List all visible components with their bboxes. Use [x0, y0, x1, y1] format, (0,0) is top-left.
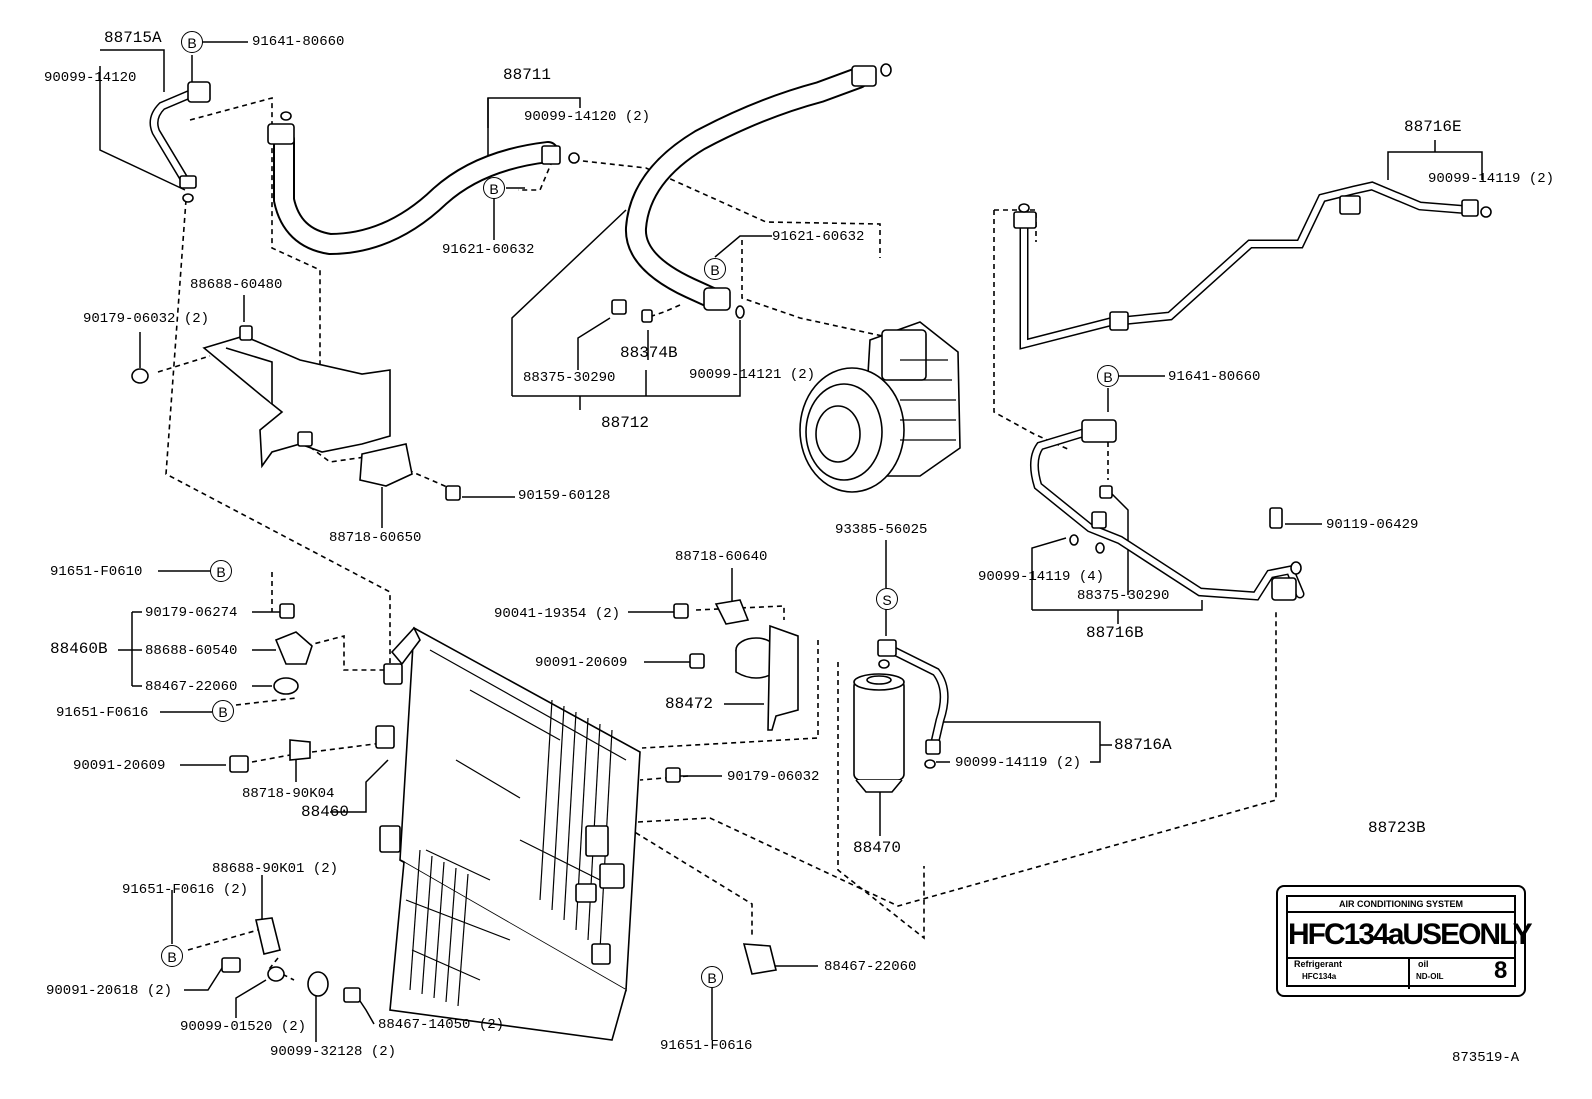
label-88688-60480: 88688-60480: [190, 277, 283, 293]
pipe-88716b: [1034, 420, 1301, 600]
marker-b-7: B: [161, 945, 183, 967]
label-88470: 88470: [853, 839, 902, 857]
label-88718-60650: 88718-60650: [329, 530, 422, 546]
pipe-88715a: [154, 82, 210, 202]
receiver-88470: [854, 640, 944, 792]
label-88374b: 88374B: [620, 344, 678, 362]
sticker-oil-title: oil: [1418, 959, 1429, 969]
label-90099-14119-2a: 90099-14119 (2): [1428, 171, 1555, 187]
marker-s-1: S: [876, 588, 898, 610]
label-90091-20609-b: 90091-20609: [73, 758, 166, 774]
label-91651-f0610: 91651-F0610: [50, 564, 143, 580]
sticker-inner: AIR CONDITIONING SYSTEM HFC134aUSEONLY R…: [1286, 895, 1533, 989]
hose-88712: [612, 64, 891, 322]
label-88467-22060-a: 88467-22060: [145, 679, 238, 695]
label-91641-80660-b: 91641-80660: [1168, 369, 1261, 385]
label-90119-06429: 90119-06429: [1326, 517, 1419, 533]
marker-b-3: B: [704, 258, 726, 280]
label-90041-19354-2: 90041-19354 (2): [494, 606, 621, 622]
hose-88711: [268, 112, 579, 244]
label-90159-60128: 90159-60128: [518, 488, 611, 504]
label-90179-06032-2: 90179-06032 (2): [83, 311, 210, 327]
marker-b-5: B: [210, 560, 232, 582]
label-93385-56025: 93385-56025: [835, 522, 928, 538]
bracket-88688-60480: [132, 326, 460, 500]
label-88715a: 88715A: [104, 29, 162, 47]
sticker-main-text: HFC134aUSEONLY: [1288, 913, 1533, 959]
marker-b-8: B: [701, 966, 723, 988]
label-88711: 88711: [503, 66, 552, 84]
sticker-divider: [1408, 957, 1410, 989]
label-90099-14120-2: 90099-14120 (2): [524, 109, 651, 125]
label-91651-f0616-2: 91651-F0616 (2): [122, 882, 249, 898]
marker-b-1: B: [181, 31, 203, 53]
condenser-fins: [410, 700, 612, 1006]
leader-lines: [100, 42, 1482, 1042]
label-88723b: 88723B: [1368, 819, 1426, 837]
label-88716e: 88716E: [1404, 118, 1462, 136]
sticker-refrigerant-value: HFC134a: [1302, 972, 1337, 981]
label-88716b: 88716B: [1086, 624, 1144, 642]
label-90099-14119-2b: 90099-14119 (2): [955, 755, 1082, 771]
label-90099-01520-2: 90099-01520 (2): [180, 1019, 307, 1035]
label-90099-14121-2: 90099-14121 (2): [689, 367, 816, 383]
label-90091-20618-2: 90091-20618 (2): [46, 983, 173, 999]
refrigerant-sticker: AIR CONDITIONING SYSTEM HFC134aUSEONLY R…: [1276, 885, 1533, 997]
label-91641-80660-a: 91641-80660: [252, 34, 345, 50]
label-88375-30290-a: 88375-30290: [523, 370, 616, 386]
label-90099-14120-a: 90099-14120: [44, 70, 137, 86]
condenser-88460: [376, 628, 640, 1040]
label-88375-30290-b: 88375-30290: [1077, 588, 1170, 604]
sticker-refrigerant-title: Refrigerant: [1294, 959, 1343, 969]
label-91651-f0616-b: 91651-F0616: [660, 1038, 753, 1054]
brackets-88460b: [230, 604, 312, 772]
marker-b-6: B: [212, 700, 234, 722]
label-88688-90k01-2: 88688-90K01 (2): [212, 861, 339, 877]
label-90099-32128-2: 90099-32128 (2): [270, 1044, 397, 1060]
label-91651-f0616-a: 91651-F0616: [56, 705, 149, 721]
label-88688-60540: 88688-60540: [145, 643, 238, 659]
bottom-parts: [222, 918, 776, 1002]
label-88718-60640: 88718-60640: [675, 549, 768, 565]
label-91621-60632-b: 91621-60632: [772, 229, 865, 245]
label-88460b: 88460B: [50, 640, 108, 658]
bracket-88472: [666, 600, 798, 782]
marker-b-4: B: [1097, 365, 1119, 387]
label-90179-06032: 90179-06032: [727, 769, 820, 785]
label-90179-06274: 90179-06274: [145, 605, 238, 621]
sticker-oil-value: ND-OIL: [1416, 972, 1444, 981]
label-91621-60632-a: 91621-60632: [442, 242, 535, 258]
label-88472: 88472: [665, 695, 714, 713]
label-88467-14050-2: 88467-14050 (2): [378, 1017, 505, 1033]
compressor: [800, 322, 960, 492]
pipe-88716e: [1014, 186, 1491, 344]
sticker-oil-quantity: 8: [1494, 957, 1508, 984]
label-88712: 88712: [601, 414, 650, 432]
label-90091-20609-a: 90091-20609: [535, 655, 628, 671]
diagram-id: 873519-A: [1452, 1050, 1520, 1066]
sticker-system-title: AIR CONDITIONING SYSTEM: [1288, 897, 1514, 913]
label-88467-22060-b: 88467-22060: [824, 959, 917, 975]
label-88716a: 88716A: [1114, 736, 1172, 754]
label-88460: 88460: [301, 803, 350, 821]
label-88718-90k04: 88718-90K04: [242, 786, 335, 802]
label-90099-14119-4: 90099-14119 (4): [978, 569, 1105, 585]
marker-b-2: B: [483, 177, 505, 199]
